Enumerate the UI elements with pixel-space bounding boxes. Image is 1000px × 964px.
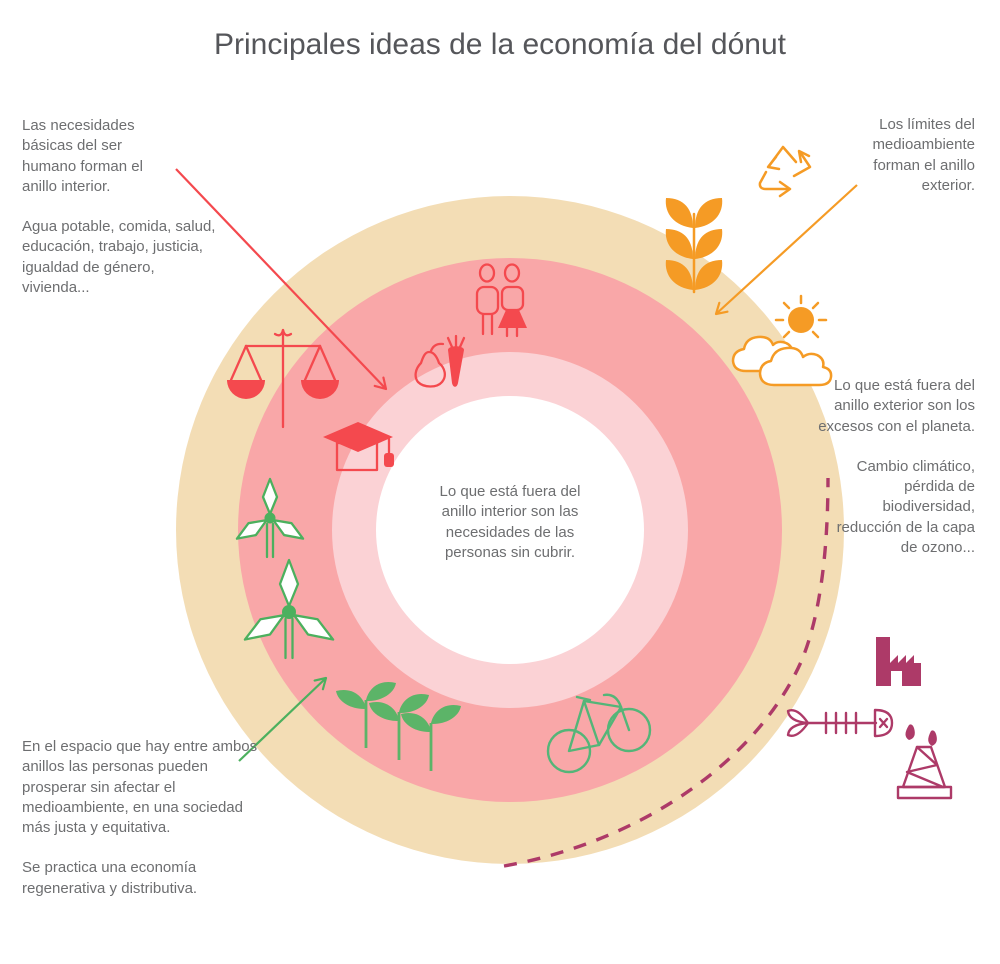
annotation-inner-ring-main: Las necesidades básicas del ser humano f… bbox=[22, 117, 143, 195]
between-rings-arrow bbox=[238, 676, 328, 762]
couple-icon bbox=[475, 263, 527, 338]
carrot-icon bbox=[446, 334, 466, 387]
scales-of-justice-icon bbox=[227, 328, 339, 429]
graduation-cap-icon bbox=[323, 422, 394, 472]
bicycle-icon bbox=[546, 693, 652, 774]
outer-ring-arrow bbox=[714, 184, 858, 316]
sun-and-clouds-icon bbox=[731, 294, 833, 387]
oil-derrick-icon bbox=[896, 724, 953, 800]
donut-hole bbox=[376, 396, 644, 664]
annotation-between-rings: En el espacio que hay entre ambos anillo… bbox=[22, 737, 262, 919]
dashed-excess-arc bbox=[503, 477, 830, 868]
factory-icon bbox=[876, 637, 921, 686]
annotation-outer-ring-main: Los límites del medioambiente forman el … bbox=[872, 116, 975, 194]
annotation-between-rings-main: En el espacio que hay entre ambos anillo… bbox=[22, 738, 258, 836]
annotation-between-rings-extra: Se practica una economía regenerativa y … bbox=[22, 859, 198, 897]
annotation-outside-outer-ring: Lo que está fuera del anillo exterior so… bbox=[817, 376, 975, 578]
pear-icon bbox=[414, 342, 446, 388]
fishbone-icon bbox=[786, 708, 894, 738]
page-title: Principales ideas de la economía del dón… bbox=[213, 28, 787, 61]
annotation-outer-ring: Los límites del medioambiente forman el … bbox=[845, 115, 975, 216]
wind-turbine-small-icon bbox=[235, 477, 305, 559]
annotation-center-hole: Lo que está fuera del anillo interior so… bbox=[426, 482, 594, 583]
wheat-icon bbox=[665, 198, 723, 294]
annotation-excess-main: Lo que está fuera del anillo exterior so… bbox=[818, 377, 975, 435]
annotation-inner-ring-examples: Agua potable, comida, salud, educación, … bbox=[22, 218, 216, 296]
annotation-inner-ring: Las necesidades básicas del ser humano f… bbox=[22, 116, 227, 318]
inner-ring-arrow bbox=[175, 168, 388, 391]
wind-turbine-large-icon bbox=[243, 558, 335, 660]
annotation-excess-examples: Cambio climático, pérdida de biodiversid… bbox=[836, 457, 975, 556]
annotation-center-main: Lo que está fuera del anillo interior so… bbox=[439, 483, 581, 561]
recycle-icon bbox=[758, 145, 812, 198]
